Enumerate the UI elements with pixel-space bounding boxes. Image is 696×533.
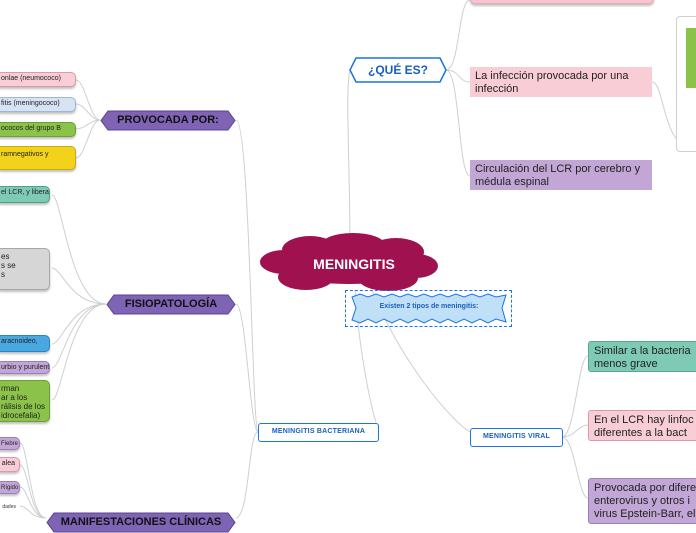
manifestaciones-label: MANIFESTACIONES CLÍNICAS — [60, 516, 222, 528]
fisio-item-2[interactable]: es s se s — [0, 248, 50, 290]
bacteriana-node[interactable]: MENINGITIS BACTERIANA — [258, 423, 379, 442]
fisiopatologia-shape[interactable] — [106, 294, 236, 315]
fisio-item-5-line-2: ar a los — [1, 393, 28, 402]
viral-item-similar[interactable]: Similar a la bacteria menos grave — [588, 341, 696, 372]
provocada-item-2[interactable]: fitis (meningococo) — [0, 97, 76, 112]
fisio-item-5[interactable]: rman ar a los rálisis de los idrocefalia… — [0, 380, 50, 422]
manif-item-2[interactable]: alea — [0, 457, 20, 472]
viral-item-provocada[interactable]: Provocada por difere enterovirus y otros… — [588, 478, 696, 524]
que-es-label: ¿QUÉ ES? — [367, 63, 428, 77]
tipos-container[interactable] — [345, 290, 512, 327]
que-es-item-infeccion[interactable]: La infección provocada por una infección — [470, 67, 652, 97]
fisio-item-5-line-4: idrocefalia) — [1, 411, 41, 420]
fisio-item-2-line-3: s — [1, 270, 5, 279]
fisio-item-3[interactable]: aracnoideo, — [0, 335, 50, 352]
fisio-item-4[interactable]: urbio y purulento — [0, 361, 50, 374]
connector-lines — [19, 0, 696, 519]
manif-item-4[interactable]: dades — [2, 504, 16, 510]
tipos-shape — [351, 293, 507, 324]
provocada-item-1[interactable]: onlae (neumococo) — [0, 72, 76, 87]
viral-item-lcr[interactable]: En el LCR hay linfoc diferentes a la bac… — [588, 410, 696, 441]
tipos-label: Existen 2 tipos de meningitis: — [379, 303, 479, 310]
fisio-item-5-line-3: rálisis de los — [1, 402, 46, 411]
que-es-item-top[interactable] — [470, 0, 654, 4]
provocada-item-3[interactable]: ococos del grupo B — [0, 122, 76, 137]
provocada-item-4[interactable]: ramnegativos y — [0, 146, 76, 170]
provocada-label: PROVOCADA POR: — [117, 114, 219, 126]
que-es-item-circulacion[interactable]: Circulación del LCR por cerebro y médula… — [470, 160, 652, 190]
fisio-item-2-line-2: s se — [1, 261, 16, 270]
provocada-shape[interactable] — [100, 110, 236, 131]
central-title: MENINGITIS — [313, 256, 395, 272]
central-cloud[interactable] — [258, 232, 440, 292]
fisio-item-5-line-1: rman — [1, 384, 20, 393]
manif-item-1[interactable]: Fiebre — [0, 437, 20, 450]
fisio-item-1[interactable]: el LCR, y liberan — [0, 186, 50, 203]
fisiopatologia-label: FISIOPATOLOGÍA — [124, 298, 218, 310]
fisio-item-2-line-1: es — [1, 252, 10, 261]
manif-item-3[interactable]: Rígido — [0, 481, 20, 494]
que-es-shape[interactable] — [348, 57, 448, 83]
viral-node[interactable]: MENINGITIS VIRAL — [470, 428, 563, 447]
partial-right-green — [686, 28, 696, 88]
